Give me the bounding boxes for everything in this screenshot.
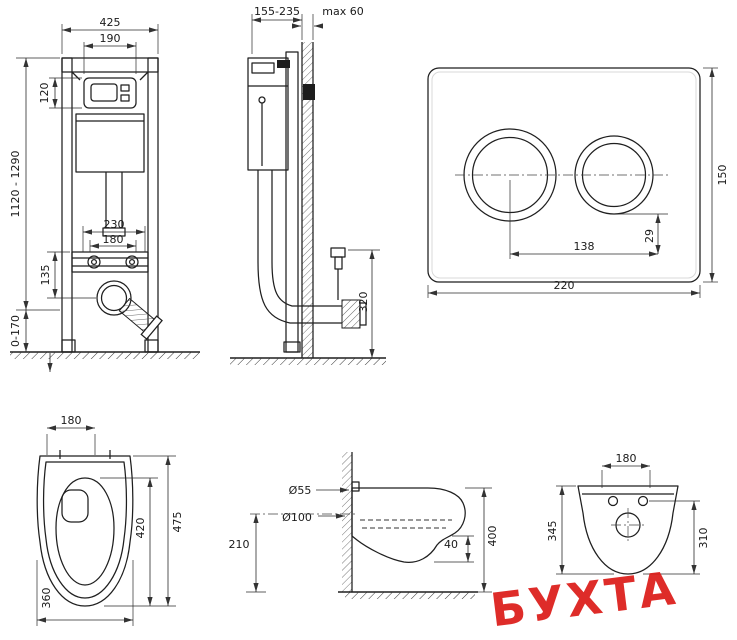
drain-outlet-circle (96, 280, 132, 316)
view-bowl-back: 180 345 310 (546, 452, 710, 575)
frame-side-structure (247, 42, 346, 358)
dim-frame-height-range: 1120 - 1290 (9, 151, 22, 218)
dim-plate-height: 150 (716, 165, 729, 186)
mount-hole-right (637, 495, 649, 507)
dim-offset-135: 135 (39, 265, 52, 286)
dim-inlet-diameter: Ø55 (289, 484, 312, 497)
frame-front-outlet-pipe (118, 297, 163, 340)
floor-hatch (345, 592, 475, 599)
bowl-back-outline (577, 485, 679, 575)
bowl-opening (55, 477, 115, 586)
dim-box-height: 120 (38, 83, 51, 104)
dim-bolt-span: 230 (104, 218, 125, 231)
dim-mount-width: 180 (616, 452, 637, 465)
floor-hatch (230, 358, 386, 365)
view-bowl-side: Ø55 Ø100 210 400 40 (229, 452, 499, 599)
store-watermark: БУХТА (488, 561, 681, 638)
frame-front-dimensions: 425 190 120 1120 - 1290 0-170 230 180 (9, 16, 159, 372)
dim-frame-inner-width: 190 (100, 32, 121, 45)
floor-hatch (10, 352, 200, 359)
dim-plate-width: 220 (554, 279, 575, 292)
dim-wall-max: max 60 (322, 5, 363, 18)
dim-feet-range: 0-170 (9, 315, 22, 347)
bowl-outline (36, 455, 134, 607)
dim-back-width: 180 (61, 414, 82, 427)
dim-rim-height: 40 (444, 538, 458, 551)
bowl-profile (351, 487, 466, 563)
flush-inlet (61, 489, 89, 523)
frame-side-dimensions: 155-235 max 60 320 (251, 5, 380, 358)
bowl-back-dimensions: 180 345 310 (546, 452, 710, 575)
view-frame-front: 425 190 120 1120 - 1290 0-170 230 180 (9, 16, 200, 372)
dim-outlet-height: 320 (357, 292, 370, 313)
dim-height-left: 345 (546, 521, 559, 542)
view-bowl-top: 180 475 420 360 (36, 414, 184, 626)
drain-bend-inner (257, 261, 342, 324)
view-flush-plate: 150 29 138 220 (427, 67, 729, 298)
dim-frame-width: 425 (100, 16, 121, 29)
bowl-side-structure (351, 452, 466, 592)
dim-depth-range: 155-235 (254, 5, 300, 18)
frame-foot-right (144, 339, 159, 353)
dim-seat-length: 420 (134, 518, 147, 539)
flush-plate-dimensions: 150 29 138 220 (427, 67, 729, 298)
wall-hatch (302, 42, 313, 358)
dim-outlet-diameter: Ø100 (282, 511, 312, 524)
bowl-top-structure (36, 450, 134, 607)
bowl-top-dimensions: 180 475 420 360 (36, 414, 184, 626)
bowl-rim (42, 461, 128, 599)
dim-total-height: 400 (486, 526, 499, 547)
wall-bracket (303, 84, 315, 100)
dim-length: 475 (171, 512, 184, 533)
dim-button-span: 138 (574, 240, 595, 253)
frame-front-structure (61, 57, 159, 353)
view-frame-side: 155-235 max 60 320 (230, 5, 386, 365)
mount-hole-left (607, 495, 619, 507)
bowl-side-dimensions: Ø55 Ø100 210 400 40 (229, 484, 499, 593)
dim-bowl-width: 360 (40, 588, 53, 609)
dim-height-right: 310 (697, 528, 710, 549)
inlet-stub (351, 481, 360, 492)
frame-foot-left (61, 339, 76, 353)
wall-hatch (342, 452, 352, 592)
dim-bolt-inner: 180 (103, 233, 124, 246)
dim-button-offset: 29 (643, 229, 656, 243)
drain-bend-outer (271, 261, 342, 307)
dim-bottom-height: 210 (229, 538, 250, 551)
